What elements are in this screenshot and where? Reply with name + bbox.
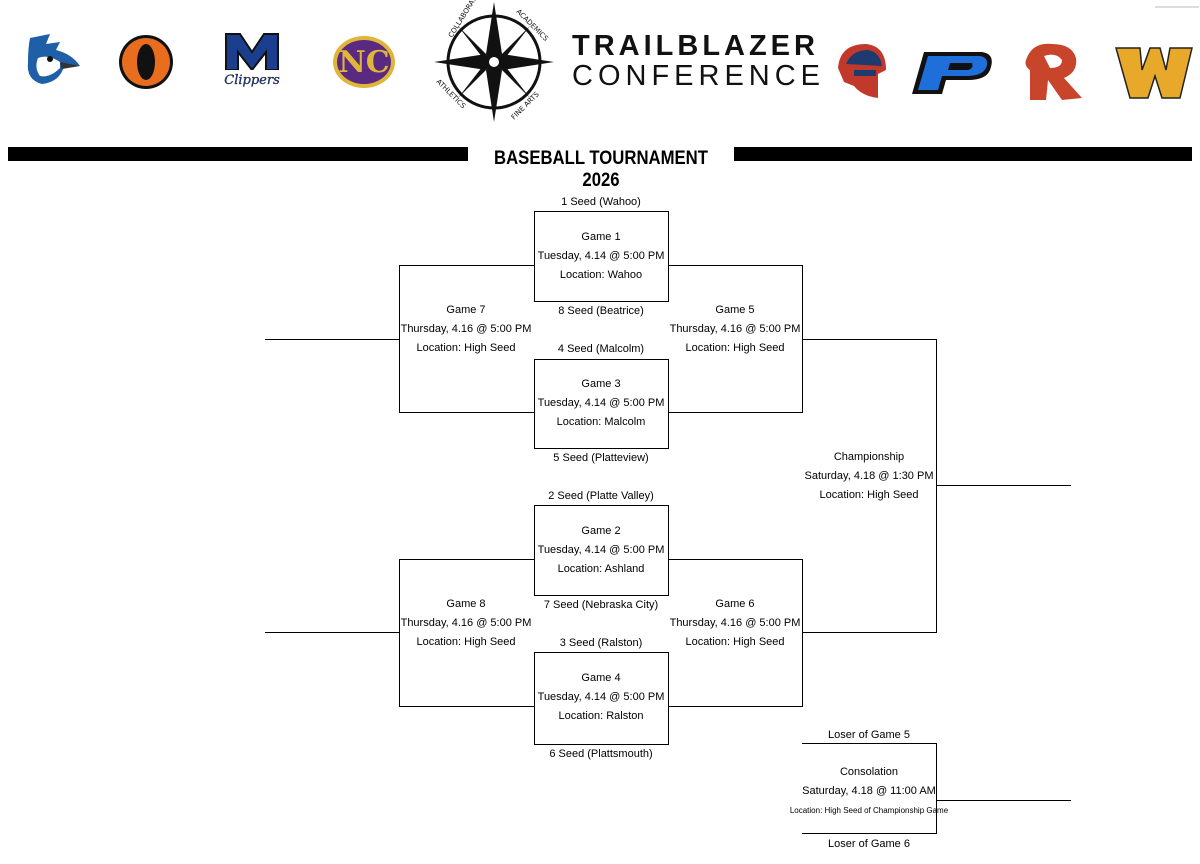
game-2-info: Game 2 Tuesday, 4.14 @ 5:00 PM Location:… [538, 522, 665, 579]
loser-game-6-label: Loser of Game 6 [828, 838, 910, 850]
top-right-line [1155, 6, 1199, 8]
game-title: Game 7 [446, 304, 486, 316]
game-title: Game 6 [715, 598, 755, 610]
game-time: Tuesday, 4.14 @ 5:00 PM [537, 250, 665, 262]
game-time: Thursday, 4.16 @ 5:00 PM [400, 323, 532, 335]
champ-vertical [936, 339, 937, 633]
g6-vertical [802, 559, 803, 707]
title-band-left [8, 147, 468, 161]
game-title: Game 1 [581, 231, 621, 243]
game-time: Saturday, 4.18 @ 11:00 AM [802, 785, 936, 797]
game-title: Game 4 [581, 672, 621, 684]
g7-out-line [265, 339, 400, 340]
game-3-box [534, 359, 669, 449]
game-time: Thursday, 4.16 @ 5:00 PM [669, 323, 801, 335]
game-time: Thursday, 4.16 @ 5:00 PM [400, 617, 532, 629]
game-3-info: Game 3 Tuesday, 4.14 @ 5:00 PM Location:… [538, 375, 665, 432]
brand-subtitle: CONFERENCE [572, 60, 826, 92]
game-1-info: Game 1 Tuesday, 4.14 @ 5:00 PM Location:… [538, 228, 665, 285]
g7-bottom-line [399, 412, 534, 413]
g7-top-line [399, 265, 534, 266]
game-time: Tuesday, 4.14 @ 5:00 PM [537, 544, 665, 556]
game-location: Location: Ralston [558, 710, 644, 722]
g5-top-line [669, 265, 802, 266]
game-time: Saturday, 4.18 @ 1:30 PM [804, 470, 934, 482]
game-4-info: Game 4 Tuesday, 4.14 @ 5:00 PM Location:… [538, 669, 665, 726]
svg-text:Clippers: Clippers [224, 73, 280, 88]
nc-logo-icon: NC [333, 36, 395, 88]
game-location: Location: High Seed [685, 342, 785, 354]
game-time: Tuesday, 4.14 @ 5:00 PM [537, 691, 665, 703]
cons-top-line [802, 743, 936, 744]
game-4-box [534, 652, 669, 745]
cons-vertical [936, 743, 937, 834]
game-title: Game 2 [581, 525, 621, 537]
spartan-logo-icon [838, 44, 886, 98]
seed-5-label: 5 Seed (Platteview) [553, 452, 649, 464]
p-logo-icon [912, 52, 992, 94]
game-time: Tuesday, 4.14 @ 5:00 PM [537, 397, 665, 409]
title-band-right [734, 147, 1192, 161]
g6-bottom-line [669, 706, 802, 707]
clippers-logo-icon: Clippers [224, 33, 280, 88]
game-location: Location: High Seed [416, 342, 516, 354]
r-logo-icon [1025, 43, 1082, 100]
consolation-info: Consolation Saturday, 4.18 @ 11:00 AM Lo… [790, 763, 948, 820]
seed-2-label: 2 Seed (Platte Valley) [548, 490, 654, 502]
game-location: Location: Wahoo [559, 269, 643, 281]
compass-emblem-icon: COLLABORATION ACADEMICS ATHLETICS FINE A… [434, 0, 554, 122]
game-8-info: Game 8 Thursday, 4.16 @ 5:00 PM Location… [401, 595, 532, 652]
champ-bottom-line [802, 632, 936, 633]
bluejay-logo-icon [27, 34, 80, 84]
game-location: Location: High Seed of Championship Game [789, 806, 949, 815]
g8-top-line [399, 559, 534, 560]
g8-bottom-line [399, 706, 534, 707]
game-title: Game 8 [446, 598, 486, 610]
loser-game-5-label: Loser of Game 5 [828, 729, 910, 741]
cons-out-line [936, 800, 1071, 801]
o-logo-icon [119, 35, 173, 89]
g6-top-line [669, 559, 802, 560]
cons-bottom-line [802, 833, 936, 834]
game-title: Game 5 [715, 304, 755, 316]
tournament-title: BASEBALL TOURNAMENT 2026 [494, 148, 708, 191]
game-7-info: Game 7 Thursday, 4.16 @ 5:00 PM Location… [401, 301, 532, 358]
game-time: Thursday, 4.16 @ 5:00 PM [669, 617, 801, 629]
champ-top-line [802, 339, 936, 340]
w-logo-icon [1115, 47, 1193, 99]
game-2-box [534, 505, 669, 596]
game-title: Game 3 [581, 378, 621, 390]
seed-3-label: 3 Seed (Ralston) [559, 637, 643, 649]
seed-4-label: 4 Seed (Malcolm) [557, 343, 645, 355]
game-location: Location: High Seed [685, 636, 785, 648]
g8-vertical [399, 559, 400, 707]
game-title: Consolation [839, 766, 899, 778]
g5-bottom-line [669, 412, 802, 413]
svg-text:NC: NC [338, 45, 389, 80]
seed-6-label: 6 Seed (Plattsmouth) [549, 748, 653, 760]
seed-1-label: 1 Seed (Wahoo) [561, 196, 641, 208]
seed-8-label: 8 Seed (Beatrice) [558, 305, 644, 317]
game-6-info: Game 6 Thursday, 4.16 @ 5:00 PM Location… [670, 595, 801, 652]
game-location: Location: High Seed [819, 489, 919, 501]
championship-info: Championship Saturday, 4.18 @ 1:30 PM Lo… [805, 448, 934, 505]
game-1-box [534, 211, 669, 302]
game-location: Location: Malcolm [556, 416, 646, 428]
g8-out-line [265, 632, 400, 633]
game-5-info: Game 5 Thursday, 4.16 @ 5:00 PM Location… [670, 301, 801, 358]
game-title: Championship [833, 451, 905, 463]
seed-7-label: 7 Seed (Nebraska City) [543, 599, 659, 611]
brand-title: TRAILBLAZER [572, 30, 819, 62]
champ-out-line [936, 485, 1071, 486]
game-location: Location: Ashland [557, 563, 645, 575]
game-location: Location: High Seed [416, 636, 516, 648]
